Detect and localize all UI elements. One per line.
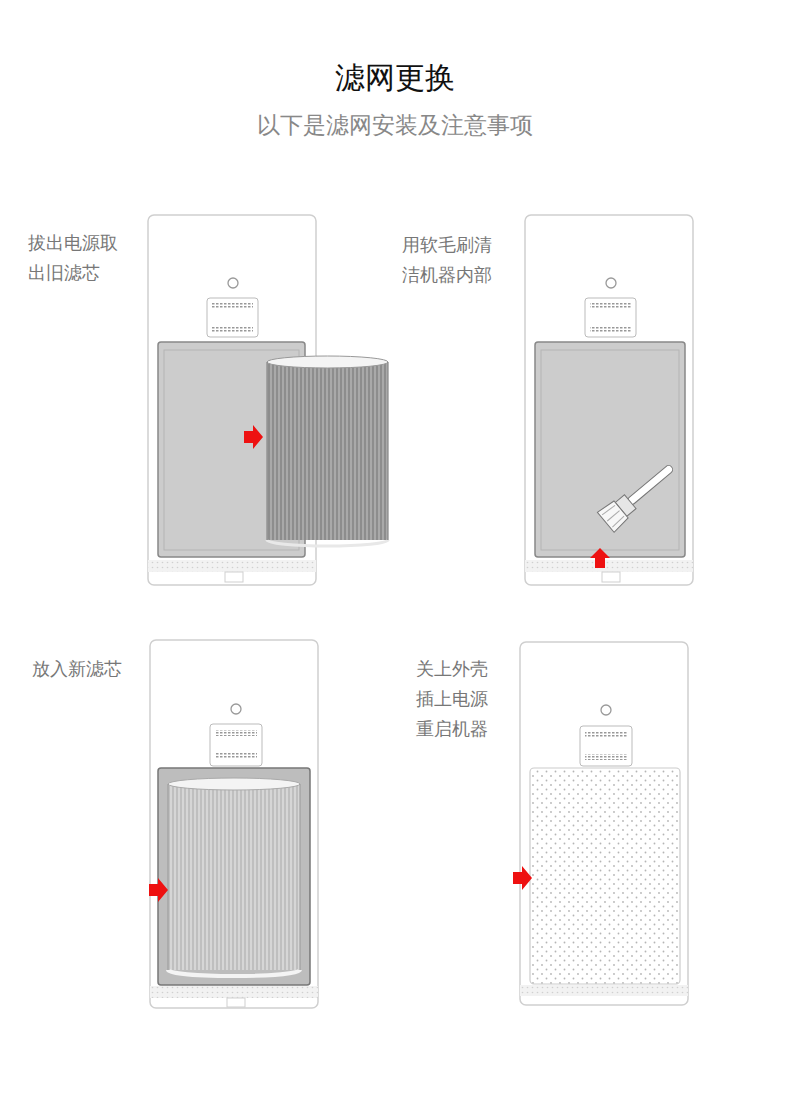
step-note: 用软毛刷清 洁机器内部	[402, 230, 499, 290]
purifier-remove	[148, 215, 388, 585]
purifier-closed	[513, 642, 688, 1005]
page-title: 滤网更换	[335, 58, 455, 99]
subtitle: 以下是滤网安装及注意事项	[257, 110, 533, 141]
step-note: 关上外壳 插上电源 重启机器	[416, 654, 497, 744]
purifier-clean	[525, 215, 693, 585]
step-note: 放入新滤芯	[32, 654, 129, 684]
step-note: 拔出电源取 出旧滤芯	[28, 228, 125, 288]
soft-brush	[597, 457, 680, 532]
purifier-insert	[149, 640, 318, 1008]
